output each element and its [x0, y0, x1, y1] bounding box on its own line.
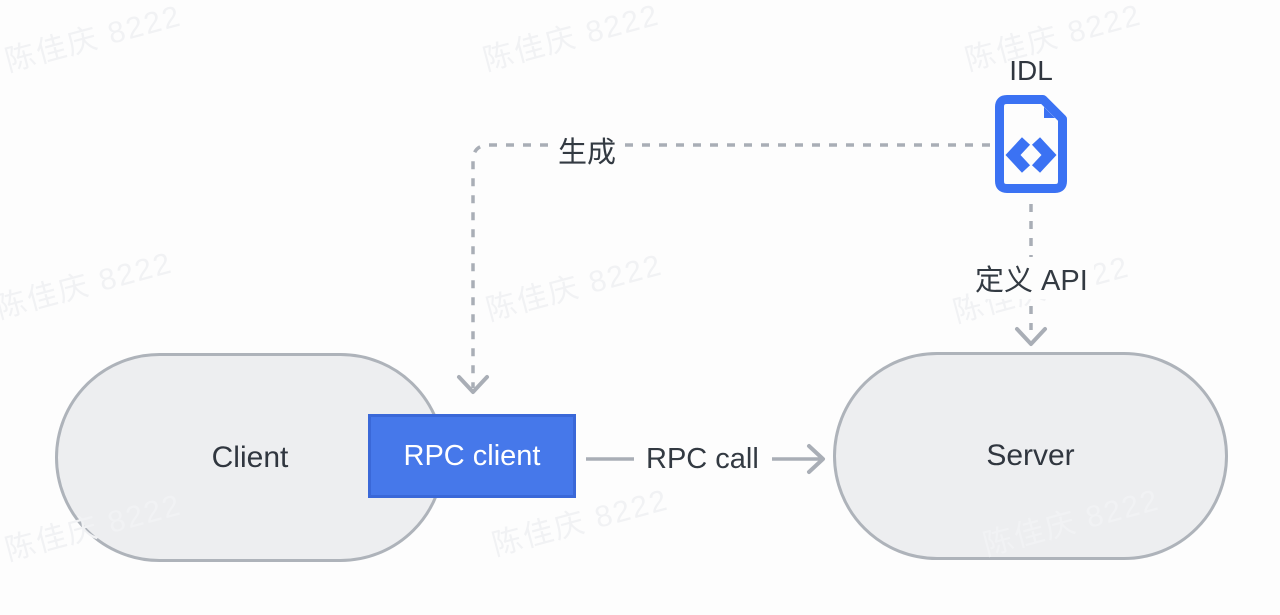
document-fold-corner — [1044, 107, 1055, 118]
arrow-down-to-server-icon — [1015, 327, 1047, 346]
idl-title: IDL — [1009, 55, 1053, 86]
arrow-down-to-rpc-client-icon — [457, 375, 489, 394]
generate-dashed-line — [471, 143, 990, 388]
rpc-client-node-label: RPC client — [403, 439, 541, 472]
watermark: 陈佳庆 8222 — [482, 248, 667, 328]
document-outline — [995, 95, 1067, 193]
server-node: Server — [833, 352, 1228, 560]
arrow-right-to-server-icon — [807, 444, 825, 474]
code-chevron-left — [1005, 137, 1031, 173]
server-node-label: Server — [986, 439, 1075, 472]
code-chevron-right — [1031, 137, 1057, 173]
watermark: 陈佳庆 8222 — [0, 246, 177, 326]
watermark: 陈佳庆 8222 — [479, 0, 664, 78]
idl-document-code-icon — [995, 95, 1067, 193]
define-api-label: 定义 API — [969, 257, 1094, 299]
watermark: 陈佳庆 8222 — [1, 0, 186, 79]
client-node-label: Client — [211, 440, 289, 474]
generate-label: 生成 — [552, 129, 623, 171]
rpc-client-node: RPC client — [368, 414, 576, 498]
rpc-call-label: RPC call — [646, 443, 759, 475]
